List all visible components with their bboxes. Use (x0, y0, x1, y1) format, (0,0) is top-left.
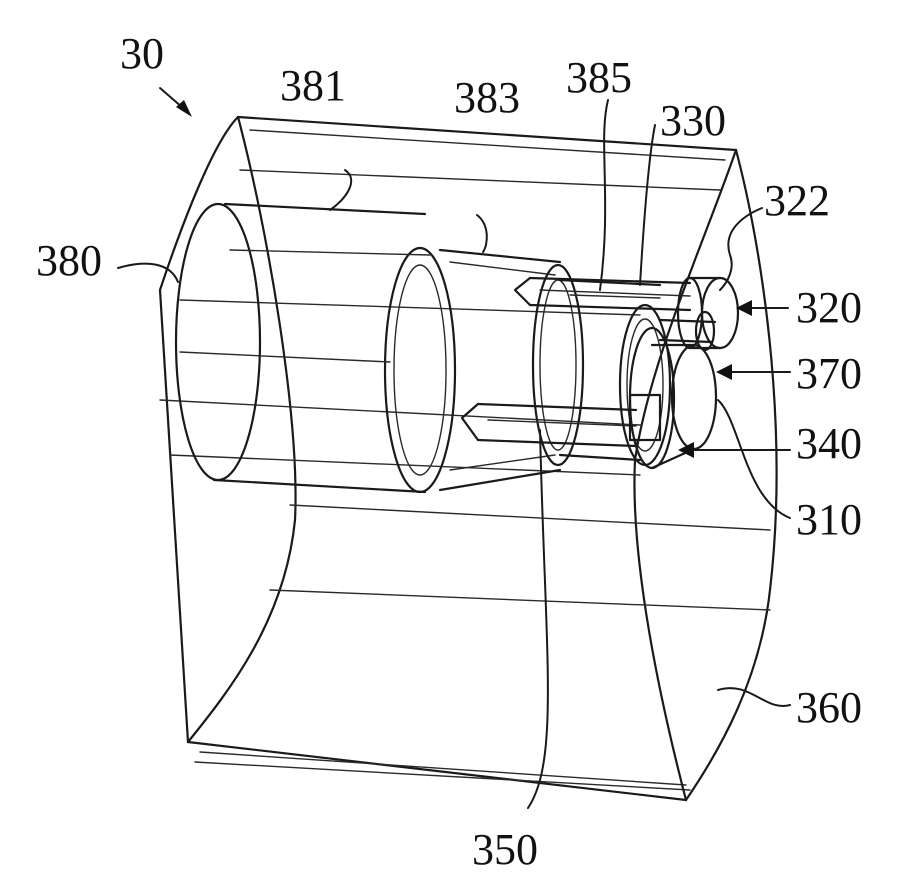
housing-body (160, 117, 777, 800)
leader-383 (477, 215, 487, 252)
label-380: 380 (36, 236, 102, 285)
leader-lines (118, 88, 790, 808)
label-350: 350 (472, 825, 538, 874)
label-320: 320 (796, 283, 862, 332)
arrowhead-370 (716, 364, 732, 380)
leader-322 (720, 208, 762, 290)
label-340: 340 (796, 419, 862, 468)
label-310: 310 (796, 495, 862, 544)
leader-381 (330, 170, 351, 210)
arrowhead-30 (176, 100, 192, 117)
large-bore (176, 204, 455, 492)
label-383: 383 (454, 73, 520, 122)
label-370: 370 (796, 349, 862, 398)
leader-330 (640, 125, 655, 285)
leader-385 (600, 100, 608, 290)
leader-360 (718, 688, 790, 706)
leader-350 (528, 430, 548, 808)
leader-310 (718, 400, 790, 518)
label-381: 381 (280, 61, 346, 110)
label-30: 30 (120, 29, 164, 78)
label-385: 385 (566, 53, 632, 102)
label-360: 360 (796, 683, 862, 732)
label-330: 330 (660, 96, 726, 145)
label-322: 322 (764, 176, 830, 225)
